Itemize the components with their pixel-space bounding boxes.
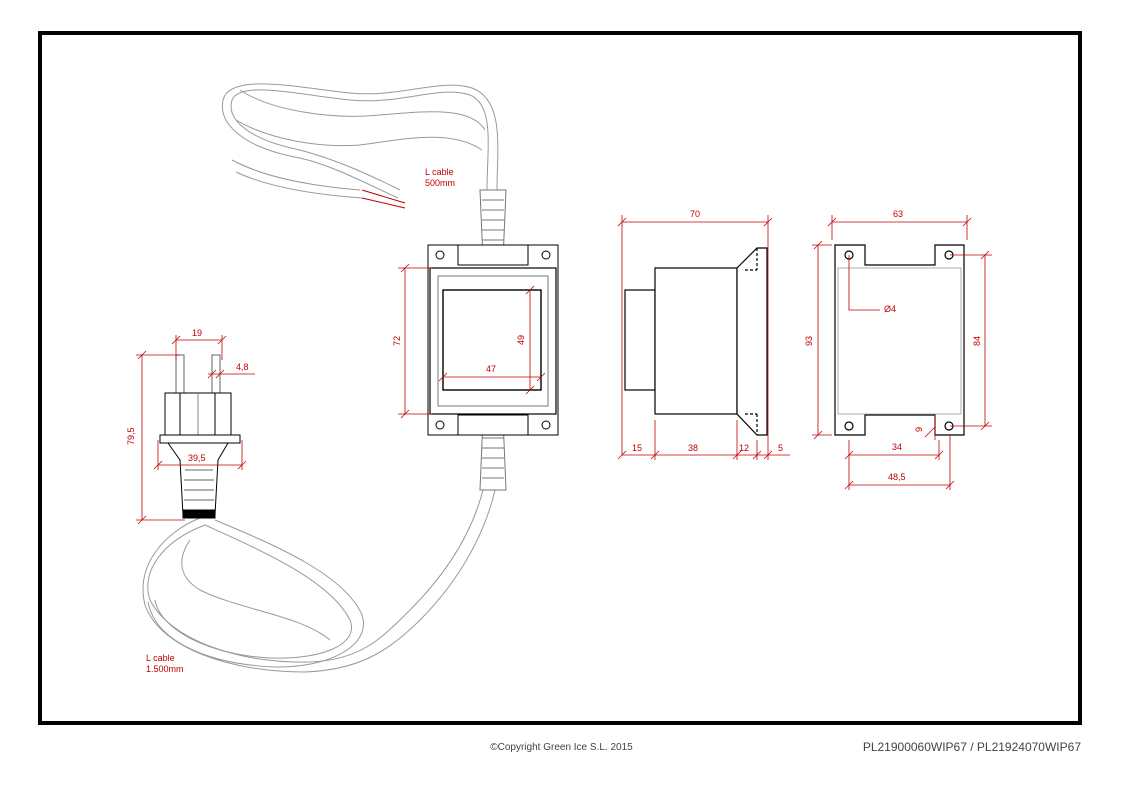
plug — [159, 354, 241, 519]
dim-side-seg-4: 5 — [778, 443, 783, 453]
back-dimensions — [812, 215, 992, 490]
cable-bottom — [142, 489, 496, 673]
dim-hole-spacing: 48,5 — [888, 472, 906, 482]
copyright-text: ©Copyright Green Ice S.L. 2015 — [490, 742, 633, 753]
back-view — [834, 244, 965, 436]
dim-side-seg-1: 15 — [632, 443, 642, 453]
dim-side-seg-2: 38 — [688, 443, 698, 453]
dim-window-width: 47 — [486, 364, 496, 374]
part-number-text: PL21900060WIP67 / PL21924070WIP67 — [862, 740, 1081, 754]
front-view — [427, 189, 559, 491]
plug-dimensions — [136, 335, 255, 525]
dim-back-inner-height: 84 — [972, 336, 982, 346]
cable-top — [221, 83, 499, 209]
dim-plug-height: 79,5 — [126, 427, 136, 445]
dim-plug-width: 39,5 — [188, 453, 206, 463]
drawing-frame — [38, 31, 1082, 725]
dim-back-width: 63 — [893, 209, 903, 219]
front-dimensions — [398, 263, 546, 419]
dim-pin-diameter: 4,8 — [236, 362, 249, 372]
dim-body-height: 72 — [392, 336, 402, 346]
dim-side-total-length: 70 — [690, 209, 700, 219]
dim-window-height: 49 — [516, 335, 526, 345]
cable-bottom-label-line1: L cable — [146, 653, 175, 663]
cable-bottom-label-line2: 1.500mm — [146, 664, 184, 674]
dim-side-seg-3: 12 — [739, 443, 749, 453]
dim-hole-offset: 9 — [914, 427, 924, 432]
cable-top-label-line1: L cable — [425, 167, 454, 177]
dim-back-height: 93 — [804, 336, 814, 346]
dim-hole-diameter: Ø4 — [884, 304, 896, 314]
cable-top-label-line2: 500mm — [425, 178, 455, 188]
side-dimensions — [617, 215, 790, 460]
dim-pin-spacing: 19 — [192, 328, 202, 338]
dim-notch-width: 34 — [892, 442, 902, 452]
side-view — [624, 247, 768, 436]
